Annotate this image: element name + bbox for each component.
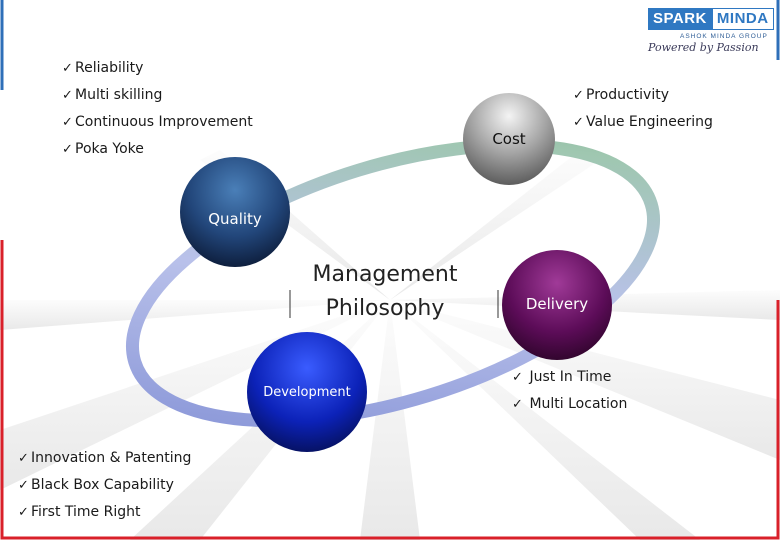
- logo-wordmark: SPARK MINDA: [648, 8, 774, 30]
- list-item: ✓Continuous Improvement: [62, 109, 253, 136]
- logo-group-name: ASHOK MINDA GROUP: [680, 33, 768, 40]
- development-label: Development: [263, 385, 351, 400]
- check-icon: ✓: [62, 61, 73, 76]
- quality-node: [180, 157, 290, 267]
- check-icon: ✓: [18, 451, 29, 466]
- logo-brand-left: SPARK: [648, 8, 712, 30]
- company-logo: SPARK MINDA ASHOK MINDA GROUP Powered by…: [648, 8, 774, 58]
- development-node: [247, 332, 367, 452]
- check-icon: ✓: [512, 397, 523, 412]
- cost-node: [463, 93, 555, 185]
- cycle-ring: [126, 138, 660, 428]
- delivery-list: ✓ Just In Time ✓ Multi Location: [512, 364, 627, 418]
- center-title-line2: Philosophy: [325, 296, 445, 321]
- center-title-line1: Management: [312, 262, 458, 287]
- check-icon: ✓: [62, 115, 73, 130]
- list-item: ✓Multi skilling: [62, 82, 253, 109]
- check-icon: ✓: [573, 115, 584, 130]
- check-icon: ✓: [18, 478, 29, 493]
- delivery-node: [502, 250, 612, 360]
- center-title: Management Philosophy: [300, 258, 470, 326]
- list-item: ✓ Just In Time: [512, 364, 627, 391]
- list-item: ✓Black Box Capability: [18, 472, 191, 499]
- development-list: ✓Innovation & Patenting ✓Black Box Capab…: [18, 445, 191, 526]
- check-icon: ✓: [512, 370, 523, 385]
- quality-list: ✓Reliability ✓Multi skilling ✓Continuous…: [62, 55, 253, 163]
- logo-brand-right: MINDA: [711, 8, 774, 30]
- check-icon: ✓: [62, 88, 73, 103]
- list-item: ✓Productivity: [573, 82, 713, 109]
- list-item: ✓ Multi Location: [512, 391, 627, 418]
- list-item: ✓Reliability: [62, 55, 253, 82]
- list-item: ✓Poka Yoke: [62, 136, 253, 163]
- cost-list: ✓Productivity ✓Value Engineering: [573, 82, 713, 136]
- list-item: ✓Innovation & Patenting: [18, 445, 191, 472]
- list-item: ✓Value Engineering: [573, 109, 713, 136]
- delivery-label: Delivery: [525, 295, 589, 313]
- quality-label: Quality: [208, 210, 262, 228]
- list-item: ✓First Time Right: [18, 499, 191, 526]
- check-icon: ✓: [18, 505, 29, 520]
- logo-tagline: Powered by Passion: [648, 41, 759, 54]
- check-icon: ✓: [62, 142, 73, 157]
- cost-label: Cost: [492, 130, 526, 148]
- check-icon: ✓: [573, 88, 584, 103]
